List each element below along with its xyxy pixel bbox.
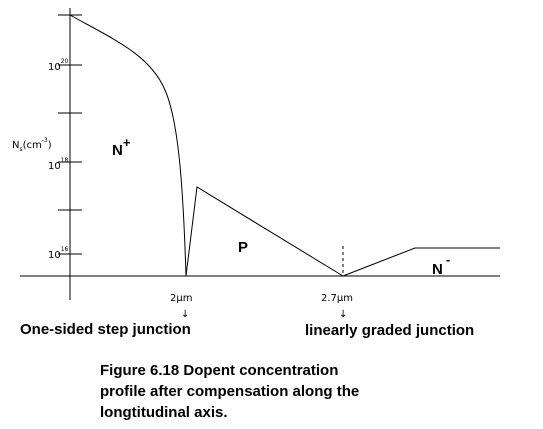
p-region-profile-line — [185, 186, 344, 277]
figure-caption: Figure 6.18 Dopent concentration profile… — [100, 360, 460, 423]
region-label-p: P — [238, 239, 248, 256]
graded-junction-label: linearly graded junction — [305, 322, 475, 339]
marker-arrow-2um: ↓ — [181, 309, 189, 320]
tick-label-1e18: 1018 — [48, 157, 69, 172]
marker-label-2um: 2μm — [170, 293, 192, 304]
y-axis-label: Ns(cm-3) — [12, 137, 52, 153]
region-label-n-plus: N+ — [112, 135, 131, 159]
tick-label-1e16: 1016 — [48, 246, 69, 261]
n-plus-profile-curve — [69, 14, 187, 277]
tick-label-1e20: 1020 — [48, 58, 69, 73]
marker-arrow-2-7um: ↓ — [339, 309, 347, 320]
caption-line-3: longtitudinal axis. — [100, 404, 228, 421]
caption-line-1: Figure 6.18 Dopent concentration — [100, 362, 339, 379]
caption-line-2: profile after compensation along the — [100, 383, 360, 400]
step-junction-label: One-sided step junction — [20, 321, 191, 338]
n-minus-profile-line — [342, 247, 500, 277]
region-label-n-minus: N- — [432, 252, 450, 278]
marker-label-2-7um: 2.7μm — [321, 293, 353, 304]
